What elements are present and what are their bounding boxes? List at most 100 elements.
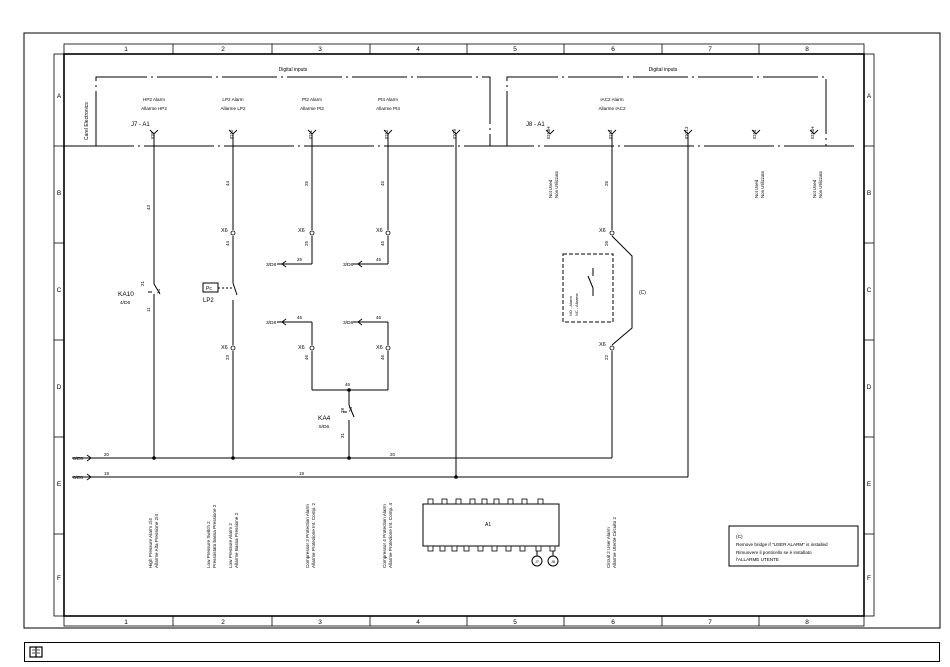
- wire-number: 25: [304, 240, 309, 246]
- not-used-it: Non Utilizzato: [760, 170, 765, 198]
- terminal-tag: X6: [599, 228, 606, 234]
- pin-id: ID10: [229, 129, 234, 139]
- bottom-label-en: Low Pressure Switch 2: [206, 521, 211, 568]
- col-label-bottom: 2: [221, 619, 225, 626]
- wire-number: 20: [104, 452, 110, 457]
- connector-j8-circle: J8: [551, 560, 555, 564]
- wire-number: 19: [299, 471, 305, 476]
- connector-j7: J7 - A1: [131, 122, 150, 128]
- note-line: Rimuovere il ponticello se è installato: [736, 550, 812, 555]
- module-a1-label: A1: [485, 522, 491, 528]
- wire-number: 44: [225, 180, 230, 186]
- book-icon: [29, 646, 43, 658]
- not-used-en: Not Used: [754, 179, 759, 198]
- cross-ref: 6/E8: [73, 456, 83, 462]
- col-label-top: 1: [124, 46, 128, 53]
- wire-number: 46: [380, 354, 385, 360]
- wire-number: 20: [390, 452, 396, 457]
- not-used-it: Non Utilizzato: [554, 170, 559, 198]
- wire-number: 19: [104, 471, 110, 476]
- note-box: [728, 525, 859, 567]
- bottom-label-en: High Pressure Alarm 2/4: [148, 518, 153, 568]
- nc-label: NC - Allarme: [574, 293, 579, 316]
- input-title: LP2 Alarm: [222, 97, 243, 102]
- cross-ref: 3/D8: [343, 320, 353, 326]
- cross-ref: 3/D8: [343, 262, 353, 268]
- input-subtitle: Allarme Pt2: [300, 106, 324, 111]
- wire-number: 26: [604, 180, 609, 186]
- sheet-frame-outer: [23, 32, 941, 629]
- col-label-bottom: 4: [416, 619, 420, 626]
- wire-number: 14: [156, 288, 161, 294]
- col-label-bottom: 1: [124, 619, 128, 626]
- col-label-top: 3: [318, 46, 322, 53]
- wire-number: 11: [146, 307, 151, 312]
- row-label-right: A: [867, 93, 872, 100]
- wire-number: 25: [304, 180, 309, 186]
- row-label-left: F: [57, 575, 61, 582]
- wiring-diagram: 1 2 3 4 5 6 7 8 1 2 3 4 5 6 7 8 A B C D …: [23, 32, 941, 629]
- cross-ref: 6/E8: [73, 475, 83, 481]
- terminal-tag: X6: [221, 228, 228, 234]
- input-title: Pt2 Alarm: [302, 97, 322, 102]
- terminal-tag: X6: [599, 342, 606, 348]
- row-label-right: F: [867, 575, 871, 582]
- wire-number: 46: [297, 315, 303, 320]
- bottom-label-en: Low Pressure Alarm 2: [228, 523, 233, 568]
- c-mark: (C): [639, 290, 646, 296]
- col-label-top: 4: [416, 46, 420, 53]
- wire-number: 25: [297, 257, 303, 262]
- wire-number: 23: [225, 354, 230, 360]
- wire-number: 43: [146, 204, 151, 210]
- device-lp2: LP2: [203, 298, 214, 304]
- row-label-right: D: [867, 384, 872, 391]
- not-used-it: Non Utilizzato: [818, 170, 823, 198]
- wire-number: 26: [604, 240, 609, 246]
- terminal-tag: X6: [221, 345, 228, 351]
- cross-ref: 3/D8: [266, 320, 276, 326]
- col-label-top: 7: [708, 46, 712, 53]
- col-label-top: 6: [611, 46, 615, 53]
- col-label-top: 2: [221, 46, 225, 53]
- device-ka4: KA4: [318, 415, 331, 422]
- wire-number: 46: [345, 382, 351, 387]
- wire-number: 46: [304, 354, 309, 360]
- bottom-label-it: Allarme Bassa Pressione 2: [234, 512, 239, 568]
- col-label-top: 8: [805, 46, 809, 53]
- input-subtitle: Allarme LP2: [220, 106, 245, 111]
- wire-number: 46: [376, 315, 382, 320]
- col-label-bottom: 7: [708, 619, 712, 626]
- wire-number: 44: [225, 240, 230, 246]
- bottom-label-it: Allarme Alta Pressione 2/4: [154, 514, 159, 568]
- pin-id: ID14: [752, 129, 757, 139]
- bottom-label-it: Allarme Protezione Int. Comp. 2: [311, 502, 316, 568]
- row-label-right: E: [867, 481, 872, 488]
- row-label-left: A: [57, 93, 62, 100]
- row-label-left: C: [57, 287, 62, 294]
- bottom-label-en: Circuit 2 User Alarm: [606, 527, 611, 568]
- row-label-right: B: [867, 190, 871, 197]
- wire-number: 21: [140, 280, 145, 286]
- wire-number: 28: [340, 407, 345, 413]
- terminal-tag: X6: [376, 345, 383, 351]
- terminal-tag: X6: [298, 345, 305, 351]
- terminal-tag: X6: [298, 228, 305, 234]
- cross-ref: 3/D8: [266, 262, 276, 268]
- note-line: Remove bridge if "USER ALARM" is install…: [736, 542, 828, 547]
- pin-id: ID9: [150, 132, 155, 139]
- input-title: Pt4 Alarm: [378, 97, 398, 102]
- input-title: IAC2 Alarm: [600, 97, 623, 102]
- row-label-left: E: [57, 481, 62, 488]
- wire-number: 45: [380, 240, 385, 246]
- note-mark: (C): [736, 534, 743, 540]
- no-label: NO - Alarm: [568, 296, 573, 316]
- wire-number: 45: [380, 180, 385, 186]
- header-right: Digital inputs: [649, 67, 678, 73]
- not-used-en: Not Used: [812, 179, 817, 198]
- connector-j7-circle: J7: [535, 560, 539, 564]
- device-ka4-ref: 5/D6: [319, 424, 329, 430]
- wire-number: 22: [604, 354, 609, 360]
- device-ka10-ref: 4/D6: [120, 300, 130, 306]
- row-label-left: D: [57, 384, 62, 391]
